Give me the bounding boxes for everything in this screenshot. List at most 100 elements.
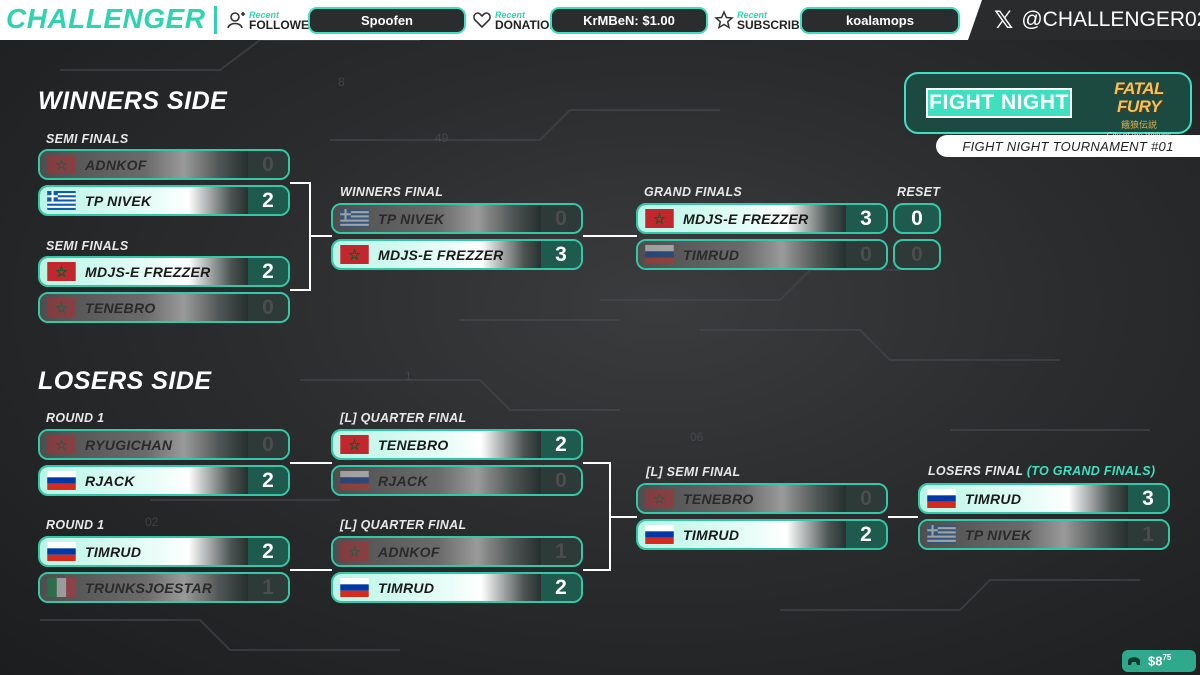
round-label: LOSERS FINAL (TO GRAND FINALS) bbox=[928, 464, 1155, 478]
player-name-area: TENEBRO bbox=[40, 294, 252, 321]
flag-morocco-icon bbox=[46, 155, 77, 174]
player-name: MDJS-E FREZZER bbox=[683, 210, 809, 227]
player-row[interactable]: TENEBRO 2 bbox=[331, 429, 583, 460]
donation-label: DONATION bbox=[495, 18, 559, 32]
player-name-area: RYUGICHAN bbox=[40, 431, 252, 458]
flag-morocco-icon bbox=[46, 262, 77, 281]
round-label-highlight: (TO GRAND FINALS) bbox=[1026, 464, 1156, 478]
player-score: 0 bbox=[248, 151, 288, 178]
winners-side-title: WINNERS SIDE bbox=[38, 87, 228, 115]
bg-number: 1 bbox=[405, 369, 412, 383]
round-label-text: LOSERS FINAL bbox=[928, 464, 1024, 478]
player-name: TIMRUD bbox=[683, 246, 740, 263]
tip-amount: $875 bbox=[1148, 653, 1172, 669]
round-label: SEMI FINALS bbox=[46, 239, 129, 253]
player-name: TENEBRO bbox=[85, 299, 156, 316]
player-row[interactable]: ADNKOF 1 bbox=[331, 536, 583, 567]
reset-score: 0 bbox=[893, 239, 941, 270]
player-name: TENEBRO bbox=[378, 436, 449, 453]
player-score: 0 bbox=[248, 431, 288, 458]
bg-number: 49 bbox=[435, 131, 449, 145]
player-row[interactable]: TIMRUD 2 bbox=[38, 536, 290, 567]
player-name-area: MDJS-E FREZZER bbox=[333, 241, 545, 268]
follower-label: FOLLOWER bbox=[249, 18, 318, 32]
flag-russia-icon bbox=[926, 489, 957, 508]
player-row[interactable]: TIMRUD 2 bbox=[331, 572, 583, 603]
player-name: TIMRUD bbox=[683, 526, 740, 543]
recent-follower-value: Spoofen bbox=[308, 7, 466, 34]
round-label: [L] SEMI FINAL bbox=[646, 465, 741, 479]
player-score: 2 bbox=[248, 538, 288, 565]
flag-morocco-icon bbox=[644, 489, 675, 508]
player-row[interactable]: MDJS-E FREZZER 3 bbox=[331, 239, 583, 270]
player-row[interactable]: MDJS-E FREZZER 2 bbox=[38, 256, 290, 287]
player-name: TP NIVEK bbox=[85, 192, 152, 209]
flag-greece-icon bbox=[926, 525, 957, 544]
player-name: MDJS-E FREZZER bbox=[85, 263, 211, 280]
player-name: ADNKOF bbox=[85, 156, 147, 173]
player-name: MDJS-E FREZZER bbox=[378, 246, 504, 263]
player-score: 2 bbox=[541, 574, 581, 601]
player-name: TIMRUD bbox=[965, 490, 1022, 507]
player-score: 2 bbox=[541, 431, 581, 458]
player-name-area: TENEBRO bbox=[638, 485, 850, 512]
player-score: 2 bbox=[248, 467, 288, 494]
tip-badge: $875 bbox=[1122, 650, 1196, 672]
x-logo-icon: 𝕏 bbox=[994, 6, 1014, 34]
player-name: TIMRUD bbox=[378, 579, 435, 596]
round-label: WINNERS FINAL bbox=[340, 185, 444, 199]
flag-italy-icon bbox=[46, 578, 77, 597]
flag-morocco-icon bbox=[46, 435, 77, 454]
subscriber-label: SUBSCRIBER bbox=[737, 18, 817, 32]
recent-small: Recent bbox=[495, 10, 526, 20]
player-name-area: TIMRUD bbox=[333, 574, 545, 601]
recent-donation-label: Recent DONATION bbox=[472, 6, 558, 34]
fight-night-logo: FIGHT NIGHT bbox=[926, 88, 1072, 118]
player-name: ADNKOF bbox=[378, 543, 440, 560]
player-name-area: TIMRUD bbox=[638, 521, 850, 548]
bg-number: 02 bbox=[145, 515, 159, 529]
recent-small: Recent bbox=[249, 10, 280, 20]
brand-logo: CHALLENGER bbox=[6, 3, 206, 34]
player-score: 3 bbox=[541, 241, 581, 268]
player-row[interactable]: ADNKOF 0 bbox=[38, 149, 290, 180]
player-score: 1 bbox=[541, 538, 581, 565]
fatal-fury-logo: FATAL FURY 餓狼伝説 City of the Wolves bbox=[1098, 79, 1180, 141]
flag-russia-icon bbox=[339, 578, 370, 597]
losers-side-title: LOSERS SIDE bbox=[38, 367, 212, 395]
player-name: TP NIVEK bbox=[965, 526, 1032, 543]
player-score: 0 bbox=[541, 205, 581, 232]
follower-icon bbox=[227, 12, 245, 29]
round-label: ROUND 1 bbox=[46, 518, 105, 532]
flag-morocco-icon bbox=[339, 245, 370, 264]
recent-subscriber-value: koalamops bbox=[800, 7, 960, 34]
reset-score: 0 bbox=[893, 203, 941, 234]
recent-small: Recent bbox=[737, 10, 768, 20]
player-score: 2 bbox=[248, 258, 288, 285]
player-name-area: TRUNKSJOESTAR bbox=[40, 574, 252, 601]
flag-morocco-icon bbox=[644, 209, 675, 228]
bg-number: 8 bbox=[338, 75, 345, 89]
player-score: 0 bbox=[541, 467, 581, 494]
game-title: FATAL FURY bbox=[1114, 79, 1164, 116]
player-name-area: RJACK bbox=[40, 467, 252, 494]
player-name-area: ADNKOF bbox=[40, 151, 252, 178]
player-name-area: TP NIVEK bbox=[333, 205, 545, 232]
player-name: TIMRUD bbox=[85, 543, 142, 560]
player-name-area: TENEBRO bbox=[333, 431, 545, 458]
flag-russia-icon bbox=[46, 471, 77, 490]
helmet-icon bbox=[1128, 657, 1140, 665]
